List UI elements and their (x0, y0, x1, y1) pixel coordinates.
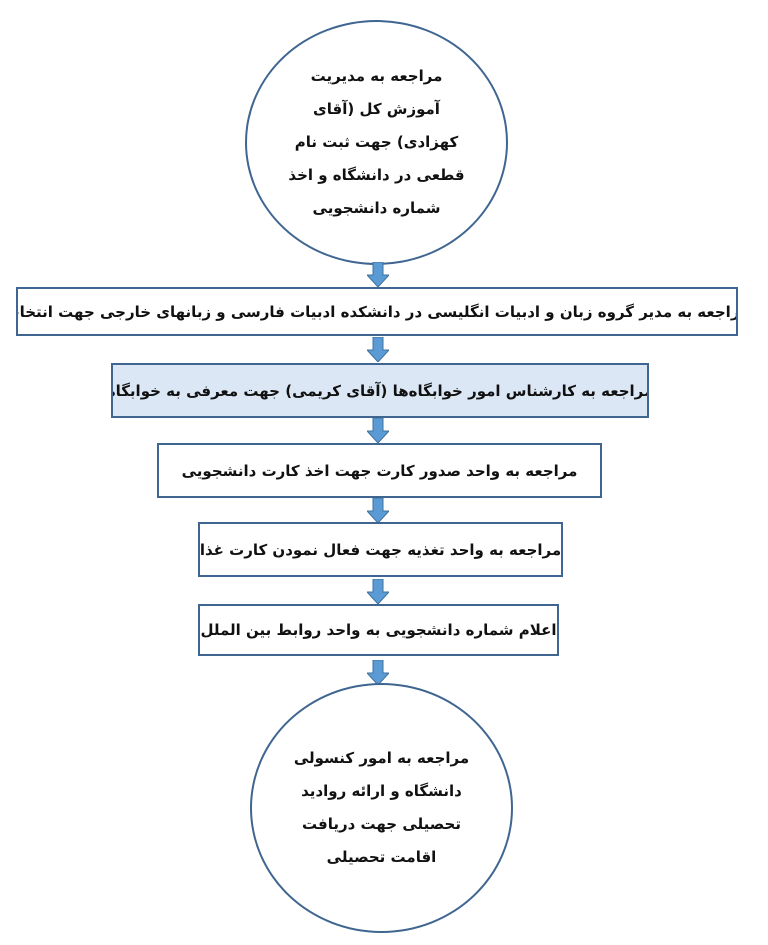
end-node-line: دانشگاه و ارائه روادید (301, 782, 462, 800)
flow-step-course-selection: مراجعه به مدیر گروه زبان و ادبیات انگلیس… (16, 287, 738, 336)
flow-step-label: مراجعه به واحد صدور کارت جهت اخذ کارت دا… (181, 461, 578, 480)
start-node-line: کهزادی) جهت ثبت نام (294, 133, 459, 151)
end-node: مراجعه به امور کنسولی دانشگاه و ارائه رو… (250, 683, 513, 933)
down-arrow-icon (367, 579, 389, 604)
down-arrow-icon (367, 418, 389, 443)
flow-step-dormitory: مراجعه به کارشناس امور خوابگاه‌ها (آقای … (111, 363, 649, 418)
start-node-line: قطعی در دانشگاه و اخذ (288, 166, 465, 184)
flow-step-student-card: مراجعه به واحد صدور کارت جهت اخذ کارت دا… (157, 443, 602, 498)
flow-step-label: مراجعه به مدیر گروه زبان و ادبیات انگلیس… (16, 302, 738, 321)
flow-step-label: مراجعه به کارشناس امور خوابگاه‌ها (آقای … (111, 381, 649, 400)
end-node-line: تحصیلی جهت دریافت (302, 815, 461, 833)
end-node-text: مراجعه به امور کنسولی دانشگاه و ارائه رو… (294, 742, 469, 874)
down-arrow-icon (367, 660, 389, 685)
flow-step-label: مراجعه به واحد تغذیه جهت فعال نمودن کارت… (199, 540, 562, 559)
down-arrow-icon (367, 262, 389, 287)
start-node-line: شماره دانشجویی (312, 199, 441, 217)
start-node-text: مراجعه به مدیریت آموزش کل (آقای کهزادی) … (288, 60, 464, 225)
flow-step-international-relations: اعلام شماره دانشجویی به واحد روابط بین ا… (198, 604, 559, 656)
flow-step-food-card: مراجعه به واحد تغذیه جهت فعال نمودن کارت… (198, 522, 563, 577)
end-node-line: مراجعه به امور کنسولی (293, 749, 470, 767)
down-arrow-icon (367, 498, 389, 523)
start-node-line: آموزش کل (آقای (313, 100, 440, 118)
start-node-line: مراجعه به مدیریت (310, 67, 443, 85)
start-node: مراجعه به مدیریت آموزش کل (آقای کهزادی) … (245, 20, 508, 265)
end-node-line: اقامت تحصیلی (326, 848, 437, 866)
down-arrow-icon (367, 337, 389, 362)
flow-step-label: اعلام شماره دانشجویی به واحد روابط بین ا… (200, 621, 557, 639)
